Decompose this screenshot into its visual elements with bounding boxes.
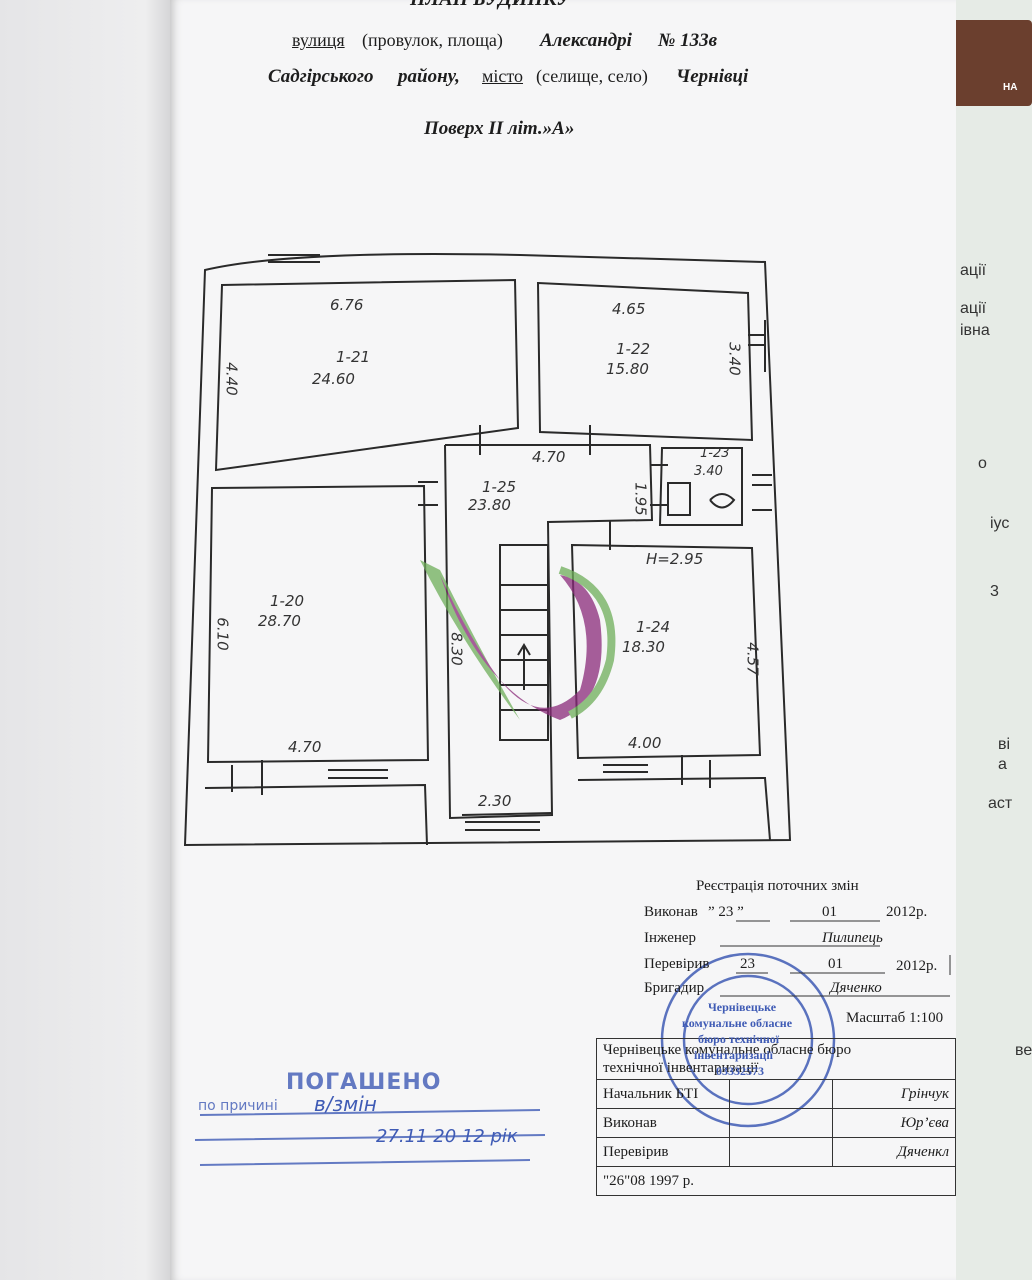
room-23-id: 1-23 [700, 446, 730, 461]
balcony-wall [204, 776, 771, 846]
windows [268, 254, 648, 831]
room-22-area: 15.80 [606, 360, 649, 378]
plan-title: ПЛАН БУДИНКУ [410, 0, 570, 11]
room-23-wall [658, 447, 743, 526]
room-21-wall [214, 278, 520, 472]
room-24-width: 4.00 [628, 734, 662, 752]
brigadier-label: Бригадир [644, 980, 705, 996]
engineer-label: Інженер [644, 930, 697, 946]
room-21-id: 1-21 [336, 348, 371, 366]
edge-text: івна [960, 322, 990, 339]
edge-text: о [978, 455, 987, 472]
left-page [0, 0, 182, 1280]
document-tab: НА [948, 20, 1032, 106]
room-24-ceiling: H=2.95 [646, 550, 704, 568]
room-25-width2: 2.30 [478, 792, 512, 810]
room-25-wall [444, 444, 654, 820]
done-year: 2012р. [886, 904, 928, 920]
scale: Масштаб 1:100 [846, 1010, 944, 1026]
bureau-table: Чернівецьке комунальне обласне бюро техн… [596, 1038, 956, 1196]
room-24-wall [570, 543, 762, 760]
checked-year: 2012р. [896, 958, 938, 974]
done-label: Виконав [644, 904, 698, 920]
edge-text: ації [960, 262, 987, 279]
document-tab-text: НА [1003, 82, 1018, 93]
cancel-stamp-title: ПОГАШЕНО [286, 1070, 442, 1095]
room-25-area: 23.80 [468, 496, 511, 514]
room-25-width: 4.70 [532, 448, 566, 466]
room-23-area: 3.40 [694, 464, 723, 479]
brigadier-name: Дяченко [830, 980, 882, 996]
cancel-stamp-reason-label: по причині [198, 1098, 278, 1114]
done-day: ” 23 ” [708, 904, 744, 920]
room-22-height: 3.40 [725, 342, 744, 376]
bureau-row-value: Юр’єва [832, 1108, 956, 1138]
room-22-id: 1-22 [616, 340, 651, 358]
round-stamp-code: 03332573 [716, 1064, 764, 1078]
room-20-wall [206, 484, 430, 764]
room-24-area: 18.30 [622, 638, 665, 656]
side-windows [748, 320, 772, 511]
door-ticks [231, 425, 711, 795]
watermark-logo [420, 560, 616, 720]
room-21-height: 4.40 [222, 362, 241, 396]
round-stamp-line1: Чернівецьке [708, 1000, 777, 1014]
district-label: району, [398, 66, 460, 87]
room-20-width: 4.70 [288, 738, 322, 756]
bureau-row-label: Виконав [596, 1108, 730, 1138]
room-25-length: 8.30 [447, 632, 466, 666]
round-stamp-line3: бюро технічної [698, 1032, 780, 1046]
room-21-width: 6.76 [330, 296, 364, 314]
bureau-row-label: Начальник БТІ [596, 1079, 730, 1109]
checked-month: 01 [828, 956, 843, 972]
edge-text: а [998, 756, 1007, 773]
street-label: вулиця [292, 30, 345, 50]
edge-text: 3 [990, 583, 999, 600]
stairs-arrow [517, 643, 531, 690]
street-paren: (провулок, площа) [362, 30, 503, 50]
edge-text: ві [998, 736, 1011, 753]
bureau-row-label: Перевірив [596, 1137, 730, 1167]
round-stamp-line2: комунальне обласне [682, 1016, 793, 1030]
district-name: Садгірського [268, 66, 374, 87]
bureau-row-value: Грінчук [832, 1079, 956, 1109]
city-name: Чернівці [676, 66, 749, 87]
bureau-org-line1: Чернівецьке комунальне обласне бюро [603, 1042, 852, 1058]
bureau-date: "26"08 1997 р. [596, 1166, 956, 1196]
floor-title: Поверх ІІ літ.»А» [424, 118, 575, 139]
street-name: Александрі [540, 30, 632, 51]
engineer-name: Пилипець [822, 930, 883, 946]
cancel-stamp-date: 27.11 20 12 рік [376, 1126, 518, 1147]
done-month: 01 [822, 904, 837, 920]
edge-text: ве [1015, 1042, 1032, 1059]
edge-text: ації [960, 300, 987, 317]
room-22-width: 4.65 [612, 300, 646, 318]
edge-text: аст [988, 795, 1013, 812]
room-24-height: 4.57 [743, 642, 762, 676]
round-stamp-line4: інвентаризації [694, 1048, 774, 1062]
bathroom-fixtures [667, 482, 736, 516]
city-label: місто [482, 66, 524, 86]
room-20-area: 28.70 [258, 612, 301, 630]
edge-text: іус [990, 515, 1010, 532]
room-24-id: 1-24 [636, 618, 671, 636]
room-25-height: 1.95 [631, 482, 650, 516]
city-paren: (селище, село) [536, 66, 648, 86]
registration-title: Реєстрація поточних змін [696, 878, 859, 894]
checked-label: Перевірив [644, 956, 710, 972]
room-25-id: 1-25 [482, 478, 517, 496]
bureau-org-line2: технічної інвентаризації [603, 1060, 759, 1076]
outer-wall [183, 253, 792, 847]
room-21-area: 24.60 [312, 370, 355, 388]
room-22-wall [536, 281, 754, 442]
bureau-row-value: Дяченкл [832, 1137, 956, 1167]
house-number: № 133в [658, 30, 718, 51]
room-20-height: 6.10 [213, 617, 232, 651]
checked-day: 23 [740, 956, 755, 972]
cancel-stamp-reason: в/змін [314, 1092, 377, 1116]
room-20-id: 1-20 [270, 592, 305, 610]
